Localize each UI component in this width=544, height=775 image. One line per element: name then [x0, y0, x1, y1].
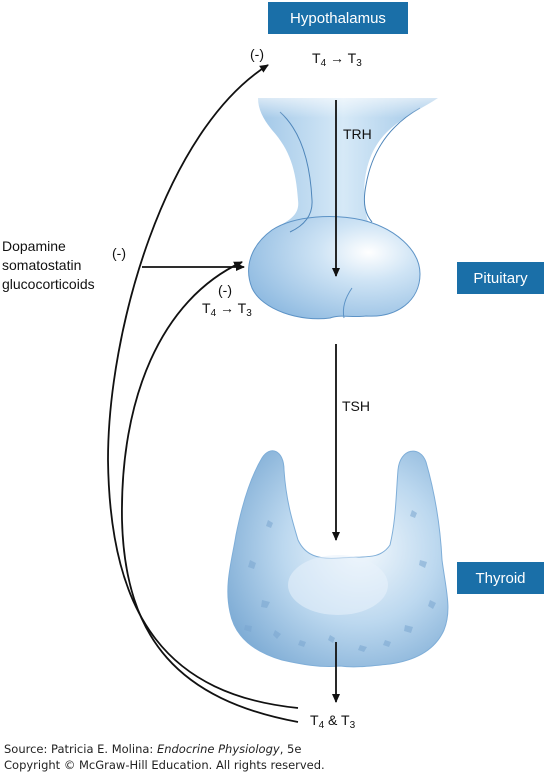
inhibitor-sign: (-) — [112, 245, 126, 261]
t4-t3-conversion-hypothalamus: T4 → T3 — [312, 50, 362, 69]
ampersand: & — [328, 712, 338, 728]
inhibitor-glucocorticoids: glucocorticoids — [2, 276, 95, 292]
pituitary-label: Pituitary — [457, 262, 544, 294]
t3-letter: T — [347, 50, 357, 66]
t4-letter: T — [310, 712, 319, 728]
feedback-arrow-pituitary — [121, 261, 299, 723]
t3-subscript: 3 — [356, 58, 362, 69]
t4-letter: T — [202, 300, 211, 316]
source-prefix: Source: Patricia E. Molina: — [4, 742, 157, 756]
conversion-arrow: → — [330, 50, 345, 66]
t4-t3-conversion-pituitary: T4 → T3 — [202, 300, 252, 319]
trh-label: TRH — [343, 126, 372, 142]
inhibition-sign-pituitary: (-) — [218, 282, 232, 298]
t4-subscript: 4 — [318, 720, 325, 731]
inhibitor-somatostatin: somatostatin — [2, 257, 82, 273]
pituitary-gland — [248, 84, 450, 320]
tsh-label: TSH — [342, 398, 370, 414]
t4-letter: T — [312, 50, 321, 66]
source-citation: Source: Patricia E. Molina: Endocrine Ph… — [4, 742, 301, 756]
copyright-notice: Copyright © McGraw-Hill Education. All r… — [4, 758, 325, 772]
t4-subscript: 4 — [320, 58, 327, 69]
source-edition: , 5e — [279, 742, 302, 756]
source-book-title: Endocrine Physiology — [156, 742, 280, 756]
t3-subscript: 3 — [349, 720, 356, 731]
conversion-arrow: → — [220, 300, 235, 316]
thyroid-label: Thyroid — [457, 562, 544, 594]
inhibitor-dopamine: Dopamine — [2, 238, 66, 254]
t4-t3-output: T4 & T3 — [310, 712, 355, 731]
feedback-arrow-hypothalamus — [107, 64, 299, 709]
t4-subscript: 4 — [210, 308, 217, 319]
inhibition-sign-hypothalamus: (-) — [250, 46, 264, 62]
t3-letter: T — [237, 300, 247, 316]
hypothalamus-label: Hypothalamus — [268, 2, 408, 34]
t3-subscript: 3 — [246, 308, 252, 319]
t3-letter: T — [341, 712, 350, 728]
thyroid-gland — [227, 450, 449, 668]
